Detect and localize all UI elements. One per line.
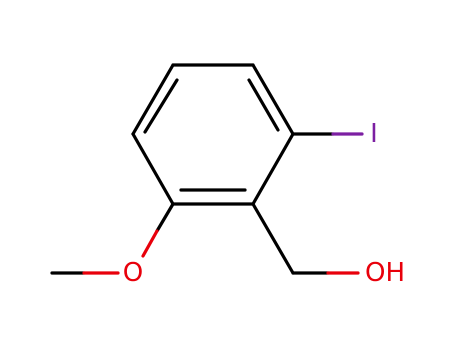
ring-bond-c3-c4 [251, 132, 295, 206]
iodine-label: I [370, 119, 378, 149]
ch2-bond [251, 202, 295, 275]
ring-inner-double-bond-left [143, 78, 179, 134]
ring-bond-c2-c3 [251, 63, 295, 136]
ring-bond-c5-c6 [131, 132, 175, 206]
methoxy-ring-bond-black-half [155, 202, 175, 233]
methoxy-ring-bond-red-half [141, 229, 159, 258]
methoxy-oxygen-label: O [123, 258, 143, 288]
benzene-ring [131, 63, 295, 206]
ring-inner-double-bond-top-right [247, 78, 280, 132]
substituent-bonds [50, 132, 364, 275]
ring-bond-c6-c1 [131, 63, 175, 136]
hydroxyl-label: OH [365, 258, 405, 288]
